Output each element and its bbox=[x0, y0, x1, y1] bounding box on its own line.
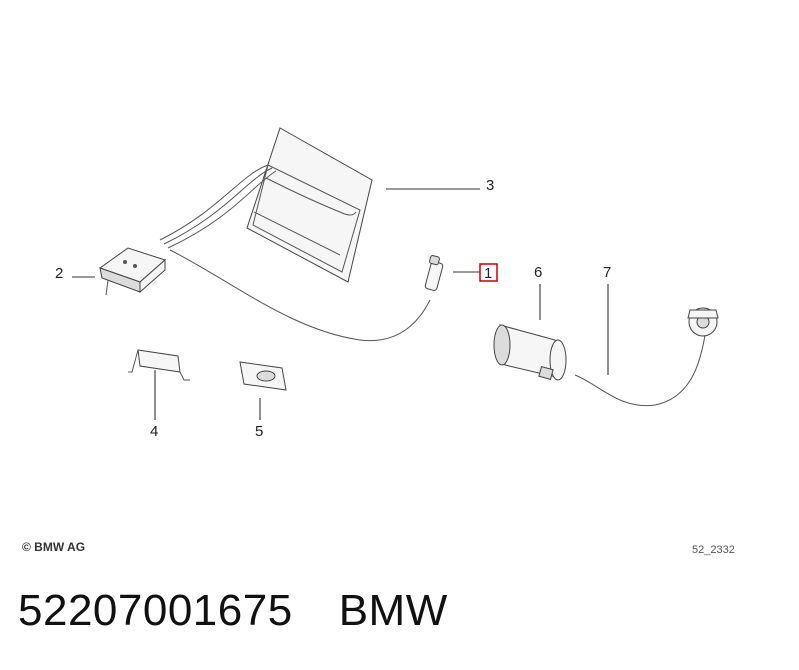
sensor-plug bbox=[424, 255, 444, 291]
mounting-bracket bbox=[128, 349, 190, 381]
leader-lines bbox=[72, 188, 609, 420]
callout-6[interactable]: 6 bbox=[534, 264, 542, 281]
seat-motor bbox=[493, 324, 567, 381]
diagram-id: 52_2332 bbox=[692, 544, 735, 556]
heating-switch bbox=[239, 361, 287, 391]
parts-diagram: 1 2 3 4 5 6 7 bbox=[55, 127, 719, 440]
copyright-notice: © BMW AG bbox=[22, 540, 86, 554]
callout-7[interactable]: 7 bbox=[603, 264, 611, 281]
brand-name: BMW bbox=[338, 586, 448, 635]
callout-2[interactable]: 2 bbox=[55, 265, 63, 282]
callout-1[interactable]: 1 bbox=[484, 265, 492, 282]
callout-4[interactable]: 4 bbox=[150, 423, 158, 440]
part-number: 52207001675 bbox=[18, 586, 293, 635]
callout-3[interactable]: 3 bbox=[486, 177, 494, 194]
flexible-drive-shaft bbox=[574, 307, 719, 407]
part-caption: 52207001675 BMW bbox=[18, 586, 448, 636]
seat-heating-pad bbox=[246, 127, 373, 283]
callout-highlight-box bbox=[479, 263, 498, 282]
callout-5[interactable]: 5 bbox=[255, 423, 263, 440]
wiring-harness bbox=[159, 164, 431, 342]
connector-block bbox=[98, 247, 166, 296]
